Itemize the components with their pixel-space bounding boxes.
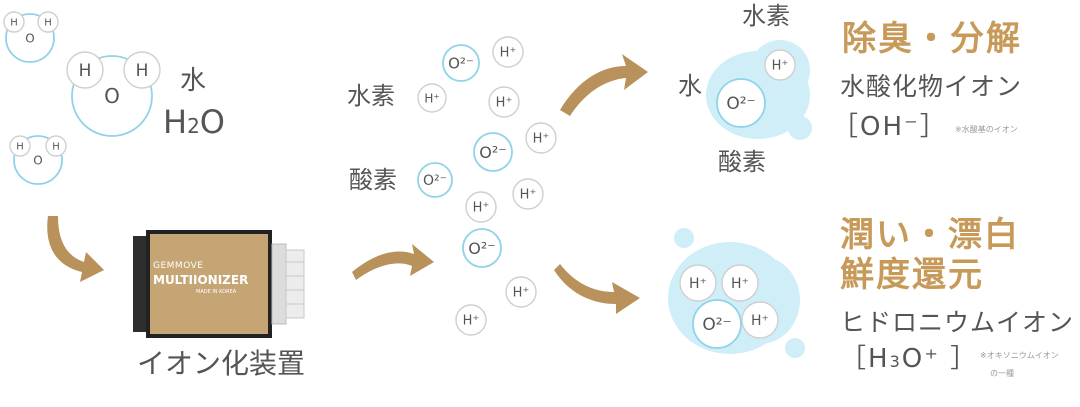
bottom-note-line1: ※オキソニウムイオン — [980, 351, 1059, 360]
ion-h-8-label: H⁺ — [463, 314, 480, 329]
ion-o-4-ring — [462, 228, 502, 268]
device-neck — [271, 243, 287, 325]
top-heading: 除臭・分解 — [842, 19, 1022, 59]
bottom-formula-open: ［H — [840, 344, 890, 374]
middle-oxygen-label: 酸素 — [349, 166, 397, 194]
device-caption: イオン化装置 — [137, 347, 306, 380]
arrows — [47, 54, 648, 314]
water-big-h2-label: H — [136, 61, 149, 81]
ion-o-2-label: O²⁻ — [479, 143, 506, 162]
middle-hydrogen-label: 水素 — [347, 82, 395, 110]
bottom-note-line2: の一種 — [990, 369, 1014, 378]
ion-h-2-label: H⁺ — [424, 91, 439, 105]
top-note: ※水酸基のイオン — [955, 125, 1018, 134]
ion-h-8-ring — [455, 304, 487, 336]
water-small-h1-ring — [3, 11, 25, 33]
bottom-formula: ［H3O⁺ ］ — [840, 346, 978, 372]
hydronium-h1-label: H⁺ — [689, 276, 707, 292]
formula-h: H — [163, 103, 188, 141]
top-hydrogen-label: 水素 — [742, 2, 790, 30]
bottom-formula-sub: 3 — [889, 352, 902, 371]
bottom-heading-line2: 鮮度還元 — [840, 255, 984, 295]
water-small-h2-ring — [37, 11, 59, 33]
ion-h-6-ring — [465, 191, 497, 223]
ion-o-1-ring — [442, 44, 480, 82]
top-oxygen-label: 酸素 — [718, 148, 766, 176]
water-small-h1-label: H — [10, 18, 18, 29]
ion-h-1-label: H⁺ — [500, 46, 517, 61]
ion-h-5-ring — [512, 178, 544, 210]
ion-o-1-label: O²⁻ — [448, 54, 474, 72]
hydroxide-h-ring — [764, 49, 796, 81]
ion-h-7-ring — [505, 276, 537, 308]
formula-sub: 2 — [187, 114, 200, 138]
arrow-down-right — [554, 264, 640, 314]
water-label-left: 水 — [180, 66, 207, 96]
device-body — [146, 230, 272, 338]
water-small2-h2-ring — [45, 135, 67, 157]
hydroxide-h-label: H⁺ — [772, 59, 789, 74]
bubble-bottom-2 — [785, 338, 805, 358]
ion-h-7-label: H⁺ — [513, 286, 530, 301]
ion-o-3-label: O²⁻ — [423, 173, 447, 189]
device-brand: GEMMOVE — [153, 261, 204, 271]
device-origin: MADE IN KOREA — [196, 289, 237, 295]
ion-o-4-label: O²⁻ — [468, 239, 495, 258]
hydronium-h1-ring — [679, 264, 717, 302]
bottom-heading-line1: 潤い・漂白 — [840, 215, 1020, 255]
water-big-h1-ring — [66, 51, 104, 89]
top-water-label: 水 — [678, 72, 702, 100]
arrow-up-right — [560, 54, 648, 116]
ion-h-4-ring — [525, 122, 557, 154]
ion-o-3-ring — [417, 162, 453, 198]
device-ionizer — [133, 230, 305, 338]
bottom-formula-rest: O⁺ ］ — [901, 344, 979, 374]
water-small-o-label: O — [25, 31, 34, 45]
water-big-o-label: O — [104, 84, 120, 108]
top-formula: ［OH⁻］ — [832, 112, 948, 142]
water-small2-h1-ring — [9, 135, 31, 157]
ion-h-5-label: H⁺ — [520, 188, 537, 203]
hydronium-h2-ring — [721, 264, 759, 302]
hydroxide-o-label: O²⁻ — [726, 94, 755, 114]
water-small-h2-label: H — [44, 18, 52, 29]
water-small2-o-label: O — [33, 153, 42, 167]
hydronium-o-label: O²⁻ — [702, 315, 731, 335]
ion-h-6-label: H⁺ — [473, 201, 490, 216]
water-big-h1-label: H — [79, 61, 92, 81]
device-thread — [285, 249, 305, 319]
ion-h-2-ring — [417, 83, 447, 113]
formula-o: O — [199, 103, 225, 141]
hydronium-h3-ring — [741, 301, 779, 339]
ion-h-4-label: H⁺ — [533, 132, 550, 147]
hydroxide-o-ring — [716, 78, 766, 128]
hydronium-h3-label: H⁺ — [751, 313, 769, 329]
bubble-top — [788, 116, 812, 140]
ion-h-3-ring — [488, 86, 520, 118]
water-small2-h2-label: H — [52, 142, 60, 153]
arrow-down-left — [47, 216, 104, 282]
ion-o-2-ring — [473, 132, 513, 172]
bubble-bottom-1 — [674, 228, 694, 248]
water-big-h2-ring — [123, 51, 161, 89]
hydronium-h2-label: H⁺ — [731, 276, 749, 292]
water-formula: H2O — [163, 106, 225, 138]
bottom-ion-name: ヒドロニウムイオン — [840, 308, 1075, 337]
top-ion-name: 水酸化物イオン — [840, 72, 1023, 101]
water-small2-h1-label: H — [16, 142, 24, 153]
ion-h-3-label: H⁺ — [496, 96, 513, 111]
ion-h-1-ring — [492, 36, 524, 68]
hydronium-o-ring — [692, 299, 742, 349]
arrow-to-middle — [352, 244, 434, 280]
device-model: MULTIIONIZER — [153, 273, 249, 287]
